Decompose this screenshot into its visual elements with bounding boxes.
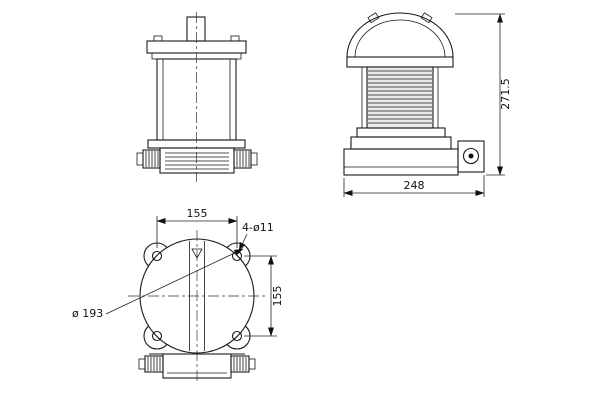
- dim-width-label: 248: [404, 179, 425, 192]
- top-view-drawing: 155 155 4-ø11 ø 193: [72, 207, 284, 382]
- side-base-step: [350, 136, 452, 150]
- side-view-drawing: 271.5 248: [343, 12, 512, 197]
- side-lens-base-plate: [356, 127, 446, 138]
- side-connector-ring: [462, 147, 480, 165]
- dim-height-label: 271.5: [499, 78, 512, 110]
- top-view-junction-box: [138, 353, 256, 379]
- top-cable-gland-left: [138, 355, 164, 373]
- front-view-drawing: [136, 12, 258, 182]
- front-bolt-right: [230, 35, 240, 42]
- side-fresnel-lens: [366, 66, 434, 129]
- front-bolt-left: [153, 35, 163, 42]
- side-dome-outer: [346, 12, 454, 58]
- orientation-mark: [191, 248, 203, 259]
- side-fresnel-lens-lines: [368, 70, 432, 124]
- diameter-callout: ø 193: [72, 248, 244, 320]
- dim-flange-height-label: 155: [271, 286, 284, 307]
- hole-callout: 4-ø11: [238, 221, 274, 252]
- side-dome-bolt-right: [420, 12, 433, 24]
- mounting-holes: [151, 250, 243, 342]
- front-body-wall-lines: [162, 59, 231, 140]
- dim-height: 271.5: [455, 13, 512, 176]
- front-top-knob: [186, 16, 206, 42]
- front-junction-box-ribs: [165, 152, 229, 170]
- side-base: [343, 148, 459, 176]
- hole-callout-label: 4-ø11: [242, 221, 274, 234]
- front-cable-gland-left: [136, 149, 161, 169]
- dim-width: 248: [343, 175, 485, 197]
- side-dome-bolt-left: [367, 12, 380, 24]
- side-connector-box: [457, 140, 485, 173]
- top-cable-gland-right: [230, 355, 256, 373]
- dim-flange-width: 155: [156, 207, 238, 248]
- diameter-callout-label: ø 193: [72, 307, 103, 320]
- side-cage-post-right: [432, 66, 439, 129]
- side-cage-post-left: [361, 66, 368, 129]
- side-connector-dot: [468, 153, 474, 159]
- front-cable-gland-right: [233, 149, 258, 169]
- dim-flange-width-label: 155: [187, 207, 208, 220]
- side-dome-plate: [346, 56, 454, 68]
- side-dome-inner: [354, 19, 446, 58]
- dim-flange-height: 155: [244, 255, 284, 337]
